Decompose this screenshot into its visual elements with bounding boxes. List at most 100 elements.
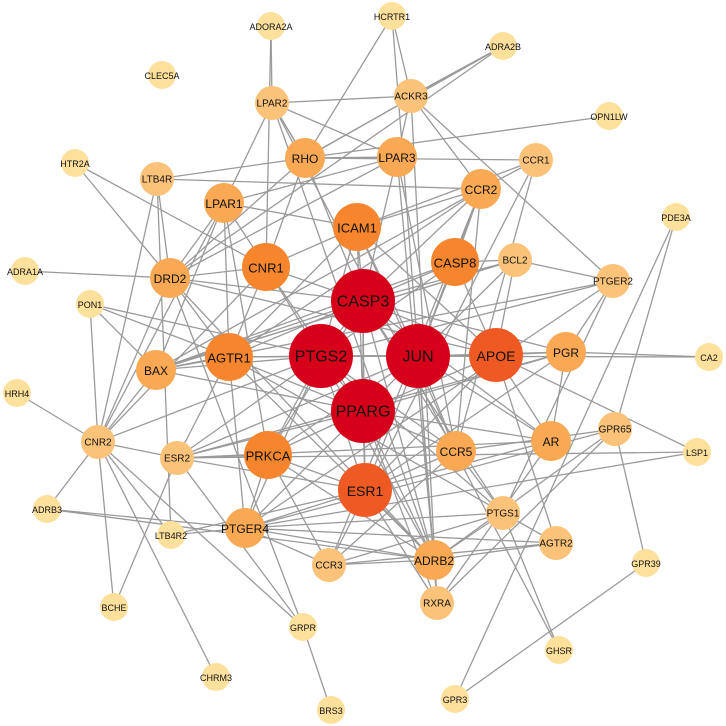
- node-ptger4[interactable]: PTGER4: [221, 508, 269, 548]
- edge-gpr65-pde3a: [614, 216, 677, 430]
- edge-cnr2-bche: [97, 441, 115, 608]
- node-opn1lw[interactable]: OPN1LW: [590, 102, 628, 130]
- node-gpr65[interactable]: GPR65: [598, 412, 632, 446]
- node-label: APOE: [477, 348, 516, 364]
- edge-lpar1-cnr2: [97, 202, 225, 443]
- edge-ackr3-ptger2: [410, 95, 614, 282]
- edge-ptger4-adrb3: [46, 508, 246, 529]
- node-adra2b[interactable]: ADRA2B: [485, 32, 521, 60]
- edge-grpr-brs3: [302, 626, 332, 711]
- edge-pde3a-gpr3: [454, 216, 677, 700]
- node-label: ADRA2B: [485, 42, 521, 52]
- node-pde3a[interactable]: PDE3A: [661, 203, 691, 231]
- node-label: RHO: [292, 152, 319, 166]
- node-icam1[interactable]: ICAM1: [333, 203, 381, 251]
- node-label: PDE3A: [661, 213, 691, 223]
- node-lpar1[interactable]: LPAR1: [204, 183, 244, 223]
- node-ptger2[interactable]: PTGER2: [593, 264, 633, 298]
- node-adora2a[interactable]: ADORA2A: [249, 12, 293, 40]
- node-gpr3[interactable]: GPR3: [441, 685, 469, 713]
- node-label: CHRM3: [200, 673, 232, 683]
- node-ptgs1[interactable]: PTGS1: [486, 496, 520, 530]
- edge-gpr39-gpr3: [454, 562, 647, 700]
- node-ltb4r[interactable]: LTB4R: [140, 162, 174, 196]
- node-ccr1[interactable]: CCR1: [519, 143, 553, 177]
- edge-lsp1-ptger4: [244, 451, 698, 529]
- node-esr1[interactable]: ESR1: [338, 463, 392, 517]
- node-circle: [257, 12, 285, 40]
- edge-ptgs1-ptger2: [502, 280, 614, 514]
- node-circle: [598, 412, 632, 446]
- node-casp8[interactable]: CASP8: [431, 238, 479, 286]
- node-drd2[interactable]: DRD2: [150, 258, 190, 298]
- node-circle: [461, 169, 501, 209]
- node-circle: [140, 162, 174, 196]
- node-circle: [632, 549, 660, 577]
- node-agtr2[interactable]: AGTR2: [539, 526, 573, 560]
- node-rxra[interactable]: RXRA: [420, 586, 454, 620]
- node-label: AGTR1: [207, 351, 250, 366]
- node-label: RXRA: [423, 599, 451, 610]
- node-ltb4r2[interactable]: LTB4R2: [155, 521, 187, 549]
- edge-adrb2-drd2: [169, 277, 435, 561]
- edge-ar-esr2: [176, 440, 552, 459]
- node-hrh4[interactable]: HRH4: [3, 379, 31, 407]
- node-ar[interactable]: AR: [531, 421, 571, 461]
- edge-cnr2-chrm3: [97, 441, 217, 678]
- node-htr2a[interactable]: HTR2A: [60, 149, 90, 177]
- node-ghsr[interactable]: GHSR: [545, 636, 573, 664]
- node-casp3[interactable]: CASP3: [331, 269, 395, 333]
- node-ca2[interactable]: CA2: [695, 343, 723, 371]
- edge-cnr1-htr2a: [74, 162, 267, 268]
- node-ccr3[interactable]: CCR3: [312, 548, 346, 582]
- edge-drd2-adra2b: [169, 45, 504, 279]
- node-pparg[interactable]: PPARG: [331, 379, 395, 443]
- edge-drd2-htr2a: [74, 162, 171, 279]
- node-label: ESR2: [164, 454, 191, 465]
- edge-agtr1-ptger4: [228, 356, 246, 529]
- node-bche[interactable]: BCHE: [100, 593, 128, 621]
- edge-gpr65-gpr39: [614, 428, 647, 564]
- node-label: CCR5: [440, 445, 473, 459]
- node-lsp1[interactable]: LSP1: [683, 438, 711, 466]
- node-grpr[interactable]: GRPR: [289, 613, 317, 641]
- node-cnr1[interactable]: CNR1: [242, 243, 290, 291]
- edge-rho-opn1lw: [304, 115, 610, 159]
- node-apoe[interactable]: APOE: [469, 328, 523, 382]
- edge-grpr-drd2: [169, 277, 304, 628]
- node-label: BAX: [144, 364, 168, 378]
- node-prkca[interactable]: PRKCA: [244, 431, 292, 479]
- node-circle: [285, 138, 325, 178]
- node-chrm3[interactable]: CHRM3: [200, 663, 232, 691]
- node-ccr5[interactable]: CCR5: [436, 431, 476, 471]
- node-label: CLEC5A: [144, 71, 179, 81]
- node-agtr1[interactable]: AGTR1: [205, 333, 253, 381]
- node-ccr2[interactable]: CCR2: [461, 169, 501, 209]
- node-ackr3[interactable]: ACKR3: [394, 79, 428, 113]
- node-adra1a[interactable]: ADRA1A: [7, 257, 43, 285]
- node-clec5a[interactable]: CLEC5A: [144, 61, 180, 89]
- node-adrb3[interactable]: ADRB3: [32, 495, 62, 523]
- node-esr2[interactable]: ESR2: [160, 441, 194, 475]
- node-label: LTB4R: [142, 175, 172, 186]
- node-lpar3[interactable]: LPAR3: [377, 137, 417, 177]
- node-cnr2[interactable]: CNR2: [81, 425, 115, 459]
- node-bcl2[interactable]: BCL2: [498, 243, 532, 277]
- node-brs3[interactable]: BRS3: [317, 696, 345, 724]
- node-rho[interactable]: RHO: [285, 138, 325, 178]
- node-circle: [136, 350, 176, 390]
- node-hcrtr1[interactable]: HCRTR1: [374, 2, 410, 30]
- node-jun[interactable]: JUN: [386, 324, 450, 388]
- node-gpr39[interactable]: GPR39: [631, 549, 661, 577]
- edge-rho-ccr1: [304, 157, 537, 161]
- edge-pparg-bax: [155, 369, 364, 412]
- node-bax[interactable]: BAX: [136, 350, 176, 390]
- node-label: GPR3: [443, 695, 468, 705]
- node-pon1[interactable]: PON1: [76, 290, 104, 318]
- node-adrb2[interactable]: ADRB2: [414, 540, 454, 580]
- node-label: ADORA2A: [249, 22, 292, 32]
- node-pgr[interactable]: PGR: [546, 332, 586, 372]
- node-ptgs2[interactable]: PTGS2: [289, 324, 353, 388]
- node-lpar2[interactable]: LPAR2: [255, 86, 289, 120]
